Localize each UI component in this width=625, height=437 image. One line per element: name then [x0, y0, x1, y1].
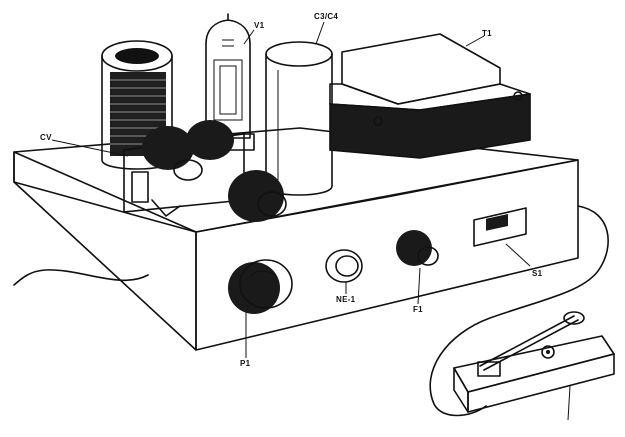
left-cable	[13, 269, 149, 286]
right-cable	[429, 205, 609, 417]
label-v1: V1	[254, 21, 265, 30]
chassis	[13, 127, 579, 351]
leader-lines	[51, 21, 531, 358]
coil	[101, 40, 173, 170]
neon-lamp-ne1	[325, 249, 363, 283]
label-t1: T1	[482, 29, 492, 38]
label-p1: P1	[240, 359, 251, 368]
label-c3c4: C3/C4	[314, 12, 338, 21]
fuse-holder-f1	[396, 230, 439, 266]
label-ne1: NE-1	[336, 295, 356, 304]
telegraph-key	[453, 311, 615, 421]
label-f1: F1	[413, 305, 423, 314]
capacitor-c3c4	[265, 41, 333, 196]
potentiometer-knob-p1	[228, 259, 293, 314]
transformer-t1	[329, 33, 531, 159]
label-cv: CV	[40, 133, 52, 142]
switch-s1	[473, 207, 527, 247]
label-s1: S1	[532, 269, 543, 278]
tuning-knob	[228, 170, 287, 222]
variable-capacitor-cv	[123, 120, 245, 217]
